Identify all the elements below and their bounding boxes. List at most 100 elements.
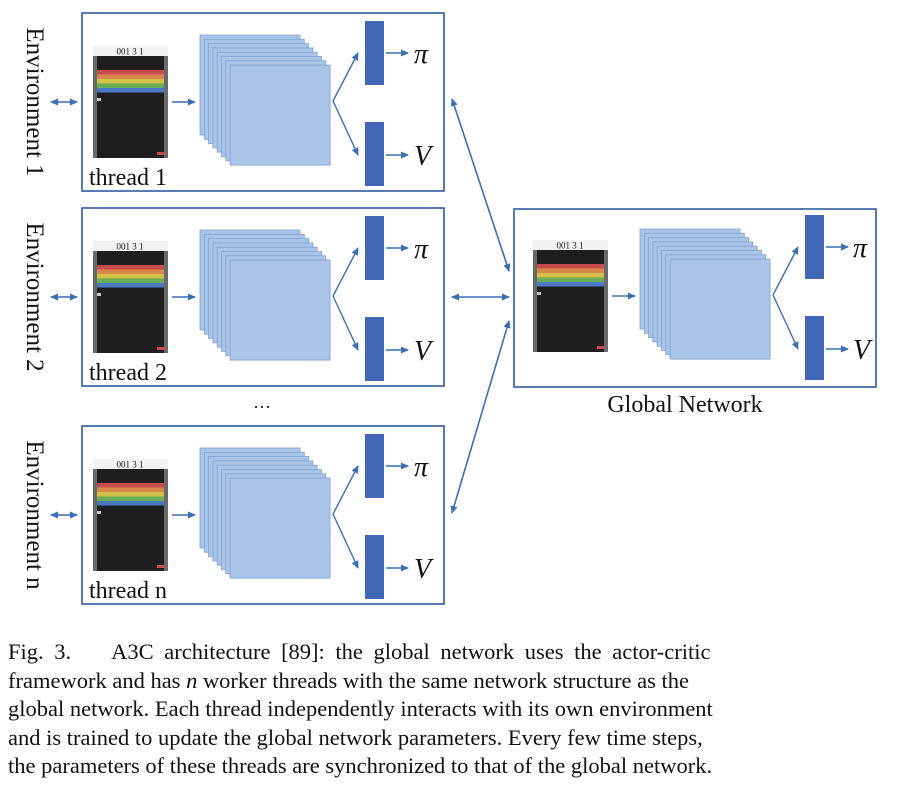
left-wall bbox=[93, 251, 97, 353]
ball bbox=[97, 98, 101, 101]
brick-row bbox=[97, 269, 164, 274]
brick-row bbox=[97, 278, 164, 283]
brick-row bbox=[97, 74, 164, 79]
brick-row bbox=[97, 483, 164, 488]
conv-layer-stack-icon bbox=[199, 34, 331, 166]
left-wall bbox=[93, 469, 97, 571]
brick-row bbox=[97, 487, 164, 492]
fork-to-value bbox=[332, 295, 359, 351]
brick-row bbox=[537, 264, 604, 269]
paddle bbox=[157, 347, 165, 350]
brick-row bbox=[537, 277, 604, 282]
thread-frame bbox=[81, 12, 445, 192]
global-value-label: V bbox=[853, 335, 873, 366]
paddle bbox=[597, 346, 605, 349]
policy-output-block bbox=[365, 21, 384, 85]
game-score: 001 3 1 bbox=[557, 241, 584, 251]
fork-to-policy bbox=[332, 247, 359, 297]
conv-layer-stack-icon bbox=[199, 229, 331, 361]
game-score: 001 3 1 bbox=[117, 460, 144, 470]
paddle bbox=[157, 152, 165, 155]
brick-row bbox=[97, 496, 164, 501]
brick-row bbox=[97, 70, 164, 75]
game-frame-icon: 001 3 1 bbox=[93, 241, 168, 353]
policy-label: π bbox=[414, 452, 429, 483]
brick-row bbox=[537, 268, 604, 273]
fork-to-policy bbox=[332, 465, 359, 515]
value-output-block bbox=[365, 317, 384, 381]
brick-row bbox=[97, 283, 164, 288]
conv-layer bbox=[229, 259, 331, 361]
sync-arrow-thread-1 bbox=[450, 98, 511, 272]
right-wall bbox=[164, 469, 168, 571]
value-label: V bbox=[414, 336, 434, 367]
ball bbox=[97, 293, 101, 296]
brick-row bbox=[97, 88, 164, 93]
fork-to-value bbox=[332, 513, 359, 569]
value-label: V bbox=[414, 554, 434, 585]
ellipsis: ··· bbox=[253, 397, 271, 417]
value-output-block bbox=[365, 122, 384, 186]
ball bbox=[537, 292, 541, 295]
paddle bbox=[157, 565, 165, 568]
brick-row bbox=[97, 265, 164, 270]
left-wall bbox=[533, 250, 537, 352]
fork-to-value bbox=[332, 100, 359, 156]
policy-output-block bbox=[365, 216, 384, 280]
game-frame-icon: 001 3 1 bbox=[533, 240, 608, 352]
global-value-output-block bbox=[805, 316, 824, 380]
caption-label: Fig. 3. bbox=[8, 639, 72, 664]
caption-italic-n: n bbox=[186, 667, 198, 693]
right-wall bbox=[164, 56, 168, 158]
game-screen bbox=[93, 459, 168, 571]
right-wall bbox=[604, 250, 608, 352]
right-wall bbox=[164, 251, 168, 353]
game-screen bbox=[533, 240, 608, 352]
caption-line-3: global network. Each thread independentl… bbox=[8, 696, 713, 721]
brick-row bbox=[97, 274, 164, 279]
score-bar bbox=[533, 240, 608, 250]
game-frame-icon: 001 3 1 bbox=[93, 46, 168, 158]
score-bar bbox=[93, 241, 168, 251]
brick-row bbox=[537, 273, 604, 278]
global-network-label: Global Network bbox=[607, 392, 762, 418]
figure-caption: Fig. 3.A3C architecture [89]: the global… bbox=[8, 638, 906, 781]
caption-line-1: Fig. 3.A3C architecture [89]: the global… bbox=[8, 639, 711, 664]
sync-arrow-thread-n bbox=[450, 320, 511, 514]
brick-row bbox=[97, 83, 164, 88]
global-fork-to-policy bbox=[772, 246, 799, 296]
caption-line-2: framework and has n worker threads with … bbox=[8, 667, 690, 693]
brick-row bbox=[97, 501, 164, 506]
caption-line-4: and is trained to update the global netw… bbox=[8, 724, 703, 750]
value-label: V bbox=[414, 141, 434, 172]
global-policy-output-block bbox=[805, 215, 824, 279]
thread-frame bbox=[81, 425, 445, 605]
environment-label: Environment 2 bbox=[21, 222, 48, 371]
brick-row bbox=[97, 492, 164, 497]
global-policy-label: π bbox=[853, 233, 868, 264]
thread-label: thread 1 bbox=[89, 165, 167, 191]
left-wall bbox=[93, 56, 97, 158]
environment-label: Environment 1 bbox=[21, 27, 48, 176]
conv-layer-stack-icon bbox=[199, 447, 331, 579]
policy-output-block bbox=[365, 434, 384, 498]
global-network-frame bbox=[513, 208, 877, 388]
game-screen bbox=[93, 46, 168, 158]
thread-frame bbox=[81, 207, 445, 387]
thread-label: thread n bbox=[89, 578, 167, 604]
game-score: 001 3 1 bbox=[117, 242, 144, 252]
environment-label: Environment n bbox=[21, 440, 48, 590]
policy-label: π bbox=[414, 234, 429, 265]
score-bar bbox=[93, 459, 168, 469]
global-fork-to-value bbox=[772, 294, 799, 350]
caption-line-5: the parameters of these threads are sync… bbox=[8, 753, 713, 778]
brick-row bbox=[537, 282, 604, 287]
conv-layer bbox=[229, 477, 331, 579]
score-bar bbox=[93, 46, 168, 56]
game-score: 001 3 1 bbox=[117, 47, 144, 57]
conv-layer bbox=[229, 64, 331, 166]
